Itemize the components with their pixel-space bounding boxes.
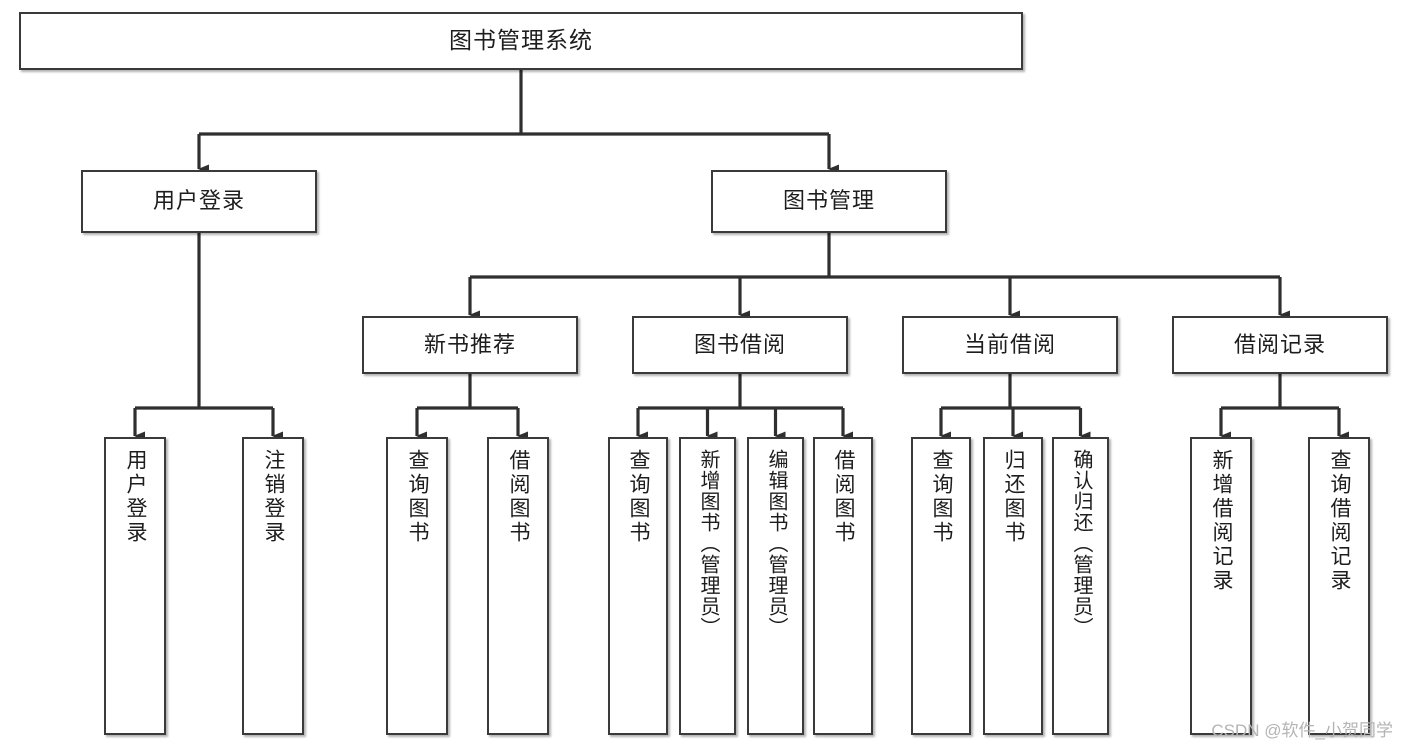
node-leaf-add-book[interactable]: 新增图书（管理员） xyxy=(679,437,736,735)
node-leaf-query-book-3[interactable]: 查询图书 xyxy=(911,437,971,735)
node-leaf-confirm-return[interactable]: 确认归还（管理员） xyxy=(1052,437,1109,735)
node-new-book-rec[interactable]: 新书推荐 xyxy=(362,316,578,374)
node-leaf-add-record[interactable]: 新增借阅记录 xyxy=(1190,437,1252,735)
node-label-leaf-edit-book: 编辑图书（管理员） xyxy=(765,449,787,638)
node-label-leaf-user-login: 用户登录 xyxy=(124,449,148,545)
node-label-leaf-query-book-1: 查询图书 xyxy=(406,449,430,545)
node-label-leaf-query-record: 查询借阅记录 xyxy=(1328,449,1352,593)
node-book-manage[interactable]: 图书管理 xyxy=(711,170,947,233)
node-label-new-book-rec: 新书推荐 xyxy=(423,331,516,357)
node-label-book-manage: 图书管理 xyxy=(782,188,875,214)
node-leaf-user-logout[interactable]: 注销登录 xyxy=(242,437,304,735)
node-label-book-borrow: 图书借阅 xyxy=(693,331,786,357)
node-label-leaf-query-book-3: 查询图书 xyxy=(930,449,954,545)
node-label-leaf-add-book: 新增图书（管理员） xyxy=(697,449,719,638)
node-leaf-borrow-book-2[interactable]: 借阅图书 xyxy=(813,437,873,735)
node-label-root: 图书管理系统 xyxy=(449,27,593,54)
node-label-borrow-record: 借阅记录 xyxy=(1233,331,1326,357)
node-leaf-borrow-book-1[interactable]: 借阅图书 xyxy=(487,437,549,735)
node-leaf-query-book-2[interactable]: 查询图书 xyxy=(608,437,668,735)
node-label-leaf-return-book: 归还图书 xyxy=(1002,449,1026,545)
node-book-borrow[interactable]: 图书借阅 xyxy=(632,316,848,374)
node-label-leaf-confirm-return: 确认归还（管理员） xyxy=(1070,449,1092,638)
node-label-current-borrow: 当前借阅 xyxy=(963,331,1056,357)
node-user-login[interactable]: 用户登录 xyxy=(81,170,317,233)
node-current-borrow[interactable]: 当前借阅 xyxy=(902,316,1118,374)
node-leaf-query-record[interactable]: 查询借阅记录 xyxy=(1308,437,1370,735)
csdn-watermark: CSDN @软件_小贺同学 xyxy=(1211,721,1393,740)
node-label-leaf-add-record: 新增借阅记录 xyxy=(1210,449,1234,593)
node-label-user-login: 用户登录 xyxy=(152,188,245,214)
node-label-leaf-borrow-book-2: 借阅图书 xyxy=(832,449,856,545)
node-root[interactable]: 图书管理系统 xyxy=(19,12,1023,70)
node-borrow-record[interactable]: 借阅记录 xyxy=(1172,316,1388,374)
node-leaf-edit-book[interactable]: 编辑图书（管理员） xyxy=(747,437,804,735)
node-leaf-query-book-1[interactable]: 查询图书 xyxy=(386,437,448,735)
node-label-leaf-query-book-2: 查询图书 xyxy=(627,449,651,545)
node-label-leaf-borrow-book-1: 借阅图书 xyxy=(507,449,531,545)
node-label-leaf-user-logout: 注销登录 xyxy=(262,449,286,545)
node-leaf-user-login[interactable]: 用户登录 xyxy=(104,437,166,735)
node-leaf-return-book[interactable]: 归还图书 xyxy=(983,437,1043,735)
